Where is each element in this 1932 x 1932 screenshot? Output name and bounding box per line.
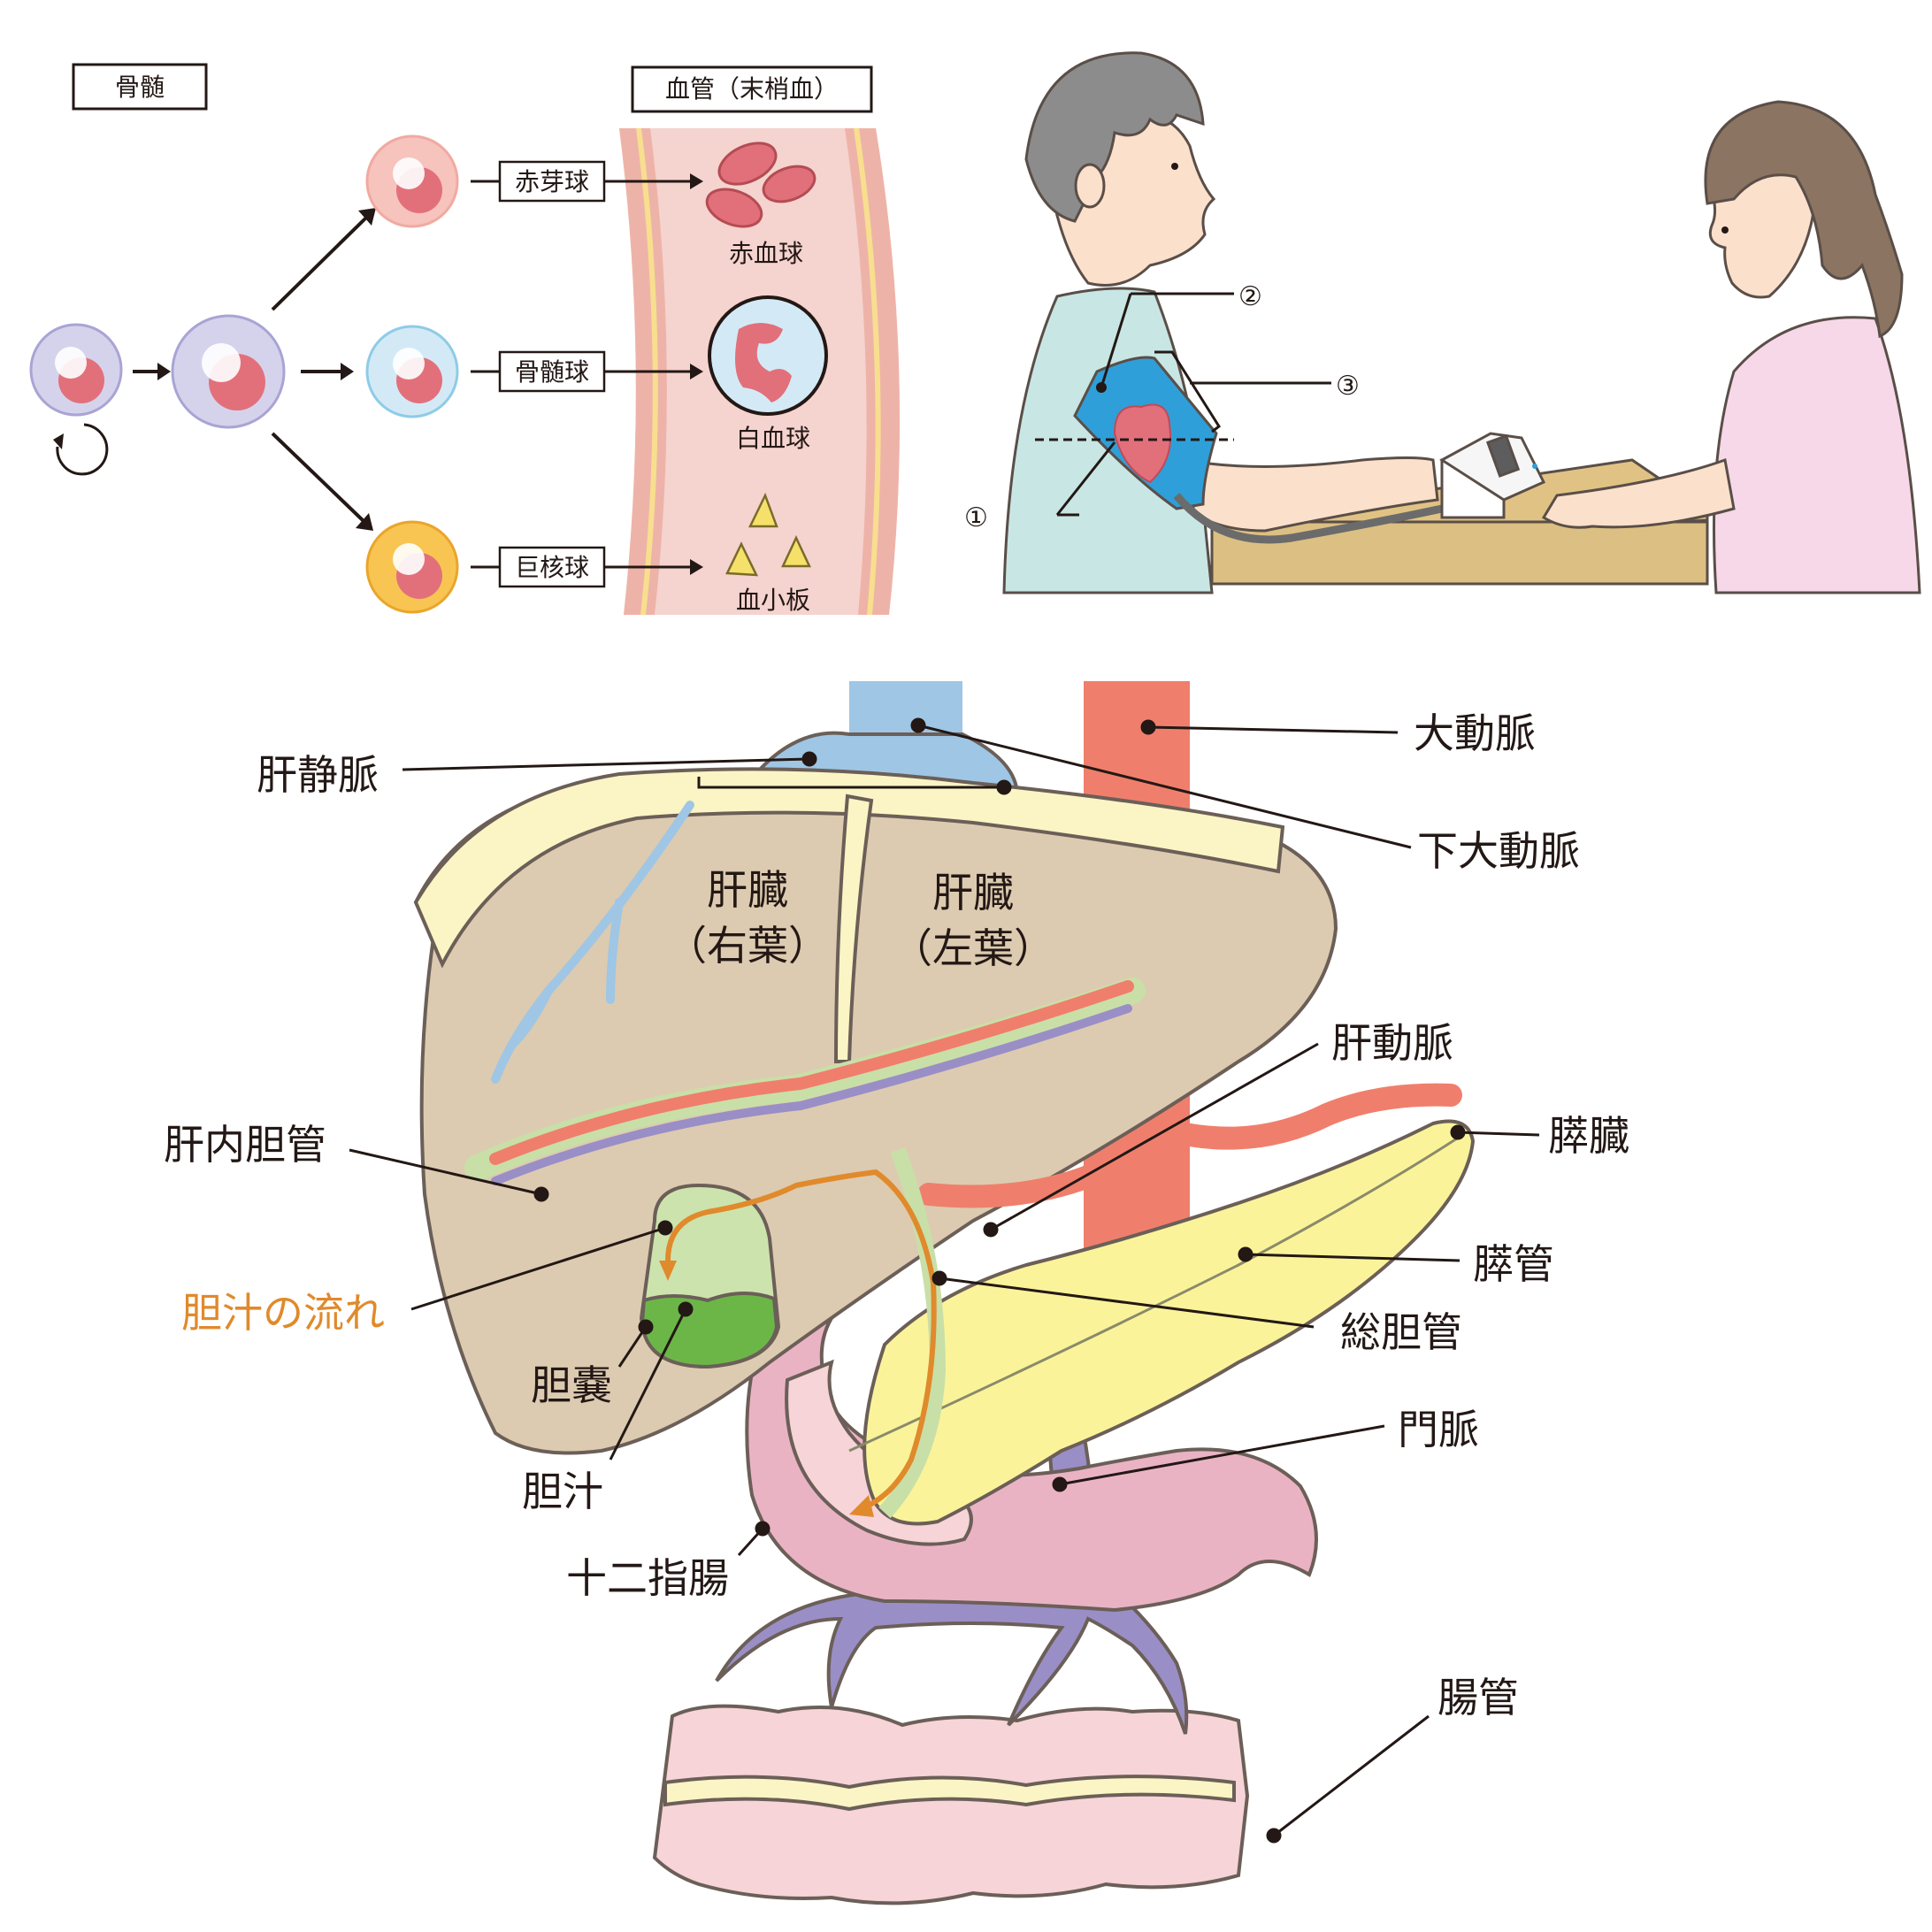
bone-marrow-label: 骨髄	[115, 73, 165, 102]
erythroblast-cell	[365, 134, 459, 228]
arrowhead	[358, 208, 376, 226]
inferior-vena-cava-label: 下大動脈	[1417, 827, 1580, 875]
red-blood-cells	[705, 142, 816, 228]
gallbladder-label: 胆嚢	[531, 1361, 612, 1409]
pancreatic-duct-label: 膵管	[1473, 1240, 1554, 1288]
marker-3: ③	[1336, 371, 1360, 402]
heart-icon	[1113, 403, 1171, 484]
self-renewal-icon	[56, 423, 109, 476]
platelets	[725, 492, 811, 577]
blood-vessel-label-box	[631, 65, 873, 113]
arrowhead	[341, 363, 354, 380]
bone-marrow-label-box	[72, 63, 208, 111]
white-blood-cell-label: 白血球	[736, 424, 810, 453]
pancreas-label: 膵臓	[1548, 1112, 1629, 1160]
nurse-eye	[1721, 226, 1729, 234]
arrowhead	[157, 363, 171, 380]
stem-cell	[29, 323, 123, 417]
nurse-arm	[1541, 457, 1736, 529]
intestine-label: 腸管	[1438, 1674, 1519, 1721]
portal-vein-label: 門脈	[1398, 1406, 1479, 1453]
boy-arm	[1184, 456, 1439, 533]
intestine	[652, 1704, 1250, 1905]
blood-vessel-label: 血管（末梢血）	[665, 74, 839, 104]
common-bile-duct	[878, 1146, 947, 1519]
megakaryocyte-label: 巨核球	[515, 553, 589, 582]
bile-label: 胆汁	[522, 1468, 603, 1515]
pancreas	[862, 1119, 1476, 1526]
myelocyte-cell	[365, 325, 459, 418]
liver-left-lobe-label-2: （左葉）	[892, 924, 1054, 972]
liver-capsule	[413, 767, 1285, 969]
arrowhead	[356, 513, 373, 531]
marker-2: ②	[1238, 281, 1262, 312]
self-renewal-arrowhead	[53, 433, 64, 449]
bp-markers: ① ② ③	[964, 281, 1360, 533]
nurse-shirt	[1713, 316, 1921, 594]
bile-flow-label: 胆汁の流れ	[181, 1289, 385, 1337]
bp-monitor	[1439, 432, 1546, 519]
progenitor-cell	[171, 314, 286, 429]
arrowhead	[690, 559, 703, 575]
intrahepatic-veins	[491, 801, 694, 1084]
boy-eye	[1171, 163, 1178, 170]
arrow-down	[271, 432, 366, 524]
arrow-up	[271, 215, 369, 311]
aorta-label: 大動脈	[1414, 709, 1536, 757]
myelocyte-label: 骨髄球	[515, 357, 589, 387]
bile-flow-arrowhead	[659, 1261, 677, 1281]
vessel-layer-right	[854, 127, 881, 616]
liver-labels: 肝静脈 大動脈 下大動脈 肝臓 （右葉） 肝臓 （左葉） 肝動脈 肝内胆管 膵臓…	[164, 709, 1629, 1721]
nurse-hair	[1704, 100, 1904, 339]
liver-right-lobe-label-2: （右葉）	[666, 922, 829, 970]
liver-right-lobe-label-1: 肝臓	[707, 866, 788, 914]
arrowhead	[690, 364, 703, 380]
bile-flow-arrowhead	[849, 1495, 874, 1517]
bile-flow-arrow	[665, 1169, 937, 1511]
intrahepatic-bile-duct-label: 肝内胆管	[164, 1121, 326, 1169]
red-blood-cell-label: 赤血球	[729, 239, 803, 268]
liver-left-lobe-label-1: 肝臓	[932, 869, 1014, 916]
bp-tube	[1173, 493, 1443, 544]
common-bile-duct-label: 総胆管	[1340, 1308, 1462, 1356]
boy-ear	[1074, 163, 1106, 209]
blood-cell-diagram: 骨髄 血管（末梢血）	[29, 63, 900, 616]
duodenum-label: 十二指腸	[566, 1554, 729, 1602]
erythroblast-label: 赤芽球	[515, 167, 589, 196]
pancreatic-duct	[848, 1135, 1460, 1453]
megakaryocyte-label-box	[498, 546, 606, 588]
myelocyte-label-box	[498, 350, 606, 393]
liver-diagram	[413, 681, 1476, 1905]
hepatic-artery	[917, 1083, 1462, 1208]
arrowhead	[690, 173, 703, 189]
megakaryocyte-cell	[365, 520, 459, 614]
bile	[640, 1291, 779, 1369]
hepatic-artery-label: 肝動脈	[1331, 1019, 1453, 1067]
platelet-label: 血小板	[736, 586, 810, 615]
marker-1: ①	[964, 502, 988, 533]
vessel-wall-right	[845, 128, 900, 615]
liver-leader-lines	[349, 717, 1540, 1844]
blood-pressure-scene	[1002, 51, 1921, 594]
hepatic-bundle	[464, 978, 1146, 1185]
hepatic-vein-label: 肝静脈	[257, 751, 379, 799]
table-front	[1210, 520, 1709, 586]
white-blood-cell	[708, 295, 828, 416]
